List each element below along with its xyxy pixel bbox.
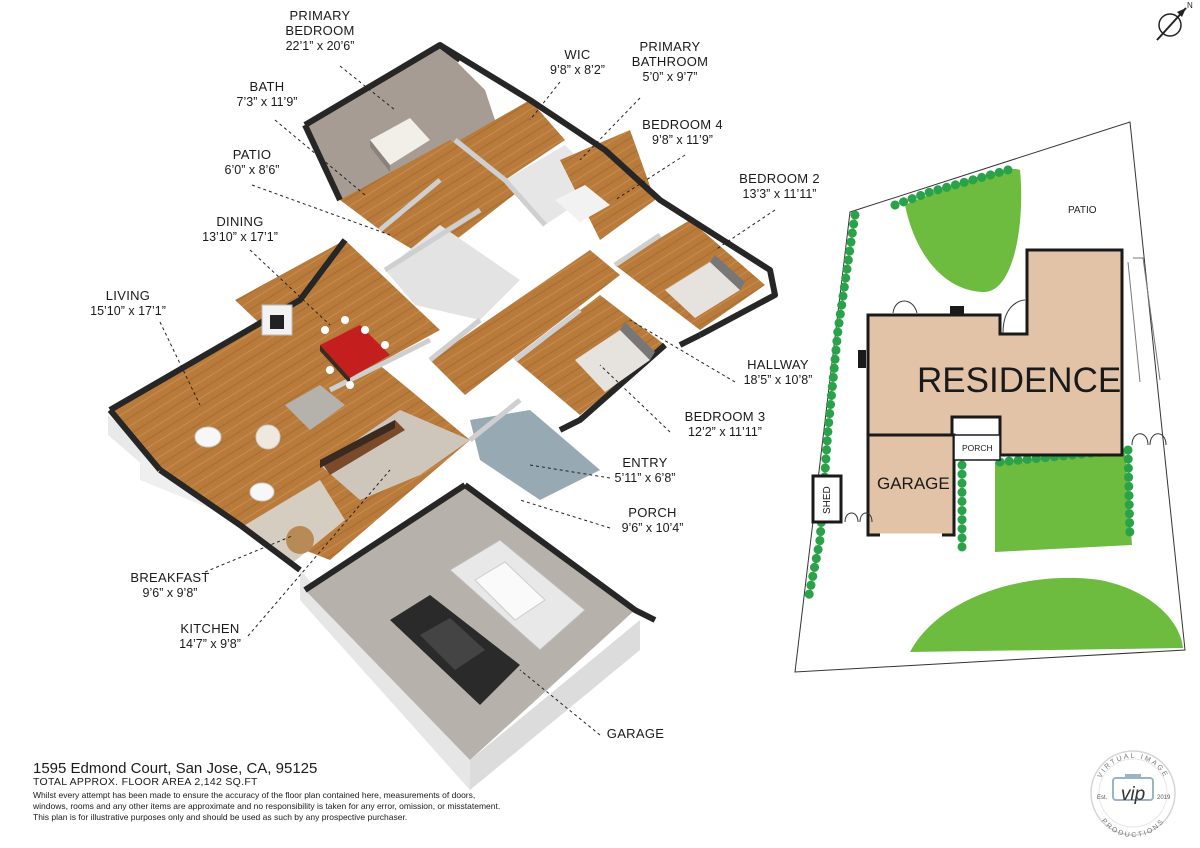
vip-logo: VIRTUAL IMAGE PRODUCTIONS vip Est. 2019 bbox=[1090, 750, 1176, 839]
label-bedroom3: BEDROOM 3 12’2” x 11’11” bbox=[684, 409, 766, 439]
logo-est: Est. bbox=[1097, 795, 1108, 801]
wic-floor bbox=[460, 100, 565, 180]
site-shed-label: SHED bbox=[822, 486, 833, 514]
label-bath: BATH 7’3” x 11’9” bbox=[236, 79, 298, 109]
property-address: 1595 Edmond Court, San Jose, CA, 95125 bbox=[33, 760, 318, 777]
disclaimer-line: windows, rooms and any other items are a… bbox=[33, 801, 501, 811]
label-bedroom2: BEDROOM 2 13’3” x 11’11” bbox=[739, 171, 820, 201]
bedroom4-floor bbox=[560, 130, 655, 240]
north-label: N bbox=[1187, 1, 1193, 10]
disclaimer-line: This plan is for illustrative purposes o… bbox=[33, 812, 408, 822]
hallway-floor bbox=[430, 250, 620, 395]
label-breakfast: BREAKFAST 9’6” x 9’8” bbox=[130, 570, 210, 600]
dining-table bbox=[320, 316, 390, 389]
primary-hall-floor bbox=[340, 140, 520, 260]
site-residence-label: RESIDENCE bbox=[917, 361, 1121, 400]
label-porch: PORCH 9’6” x 10’4” bbox=[621, 505, 684, 535]
disclaimer: Whilst every attempt has been made to en… bbox=[33, 790, 533, 823]
north-arrow-icon: N bbox=[1156, 1, 1193, 41]
site-porch-label: PORCH bbox=[962, 443, 993, 453]
car-black bbox=[390, 595, 520, 705]
disclaimer-line: Whilst every attempt has been made to en… bbox=[33, 790, 476, 800]
living-furniture bbox=[194, 304, 345, 502]
site-plan: PATIO RESIDENCE GARAGE PORCH SHED N bbox=[794, 1, 1193, 673]
breakfast-table bbox=[286, 526, 314, 554]
lawn-bottom bbox=[910, 577, 1183, 652]
label-living: LIVING 15’10” x 17’1” bbox=[90, 288, 166, 318]
bed-bedroom3 bbox=[575, 322, 655, 392]
bed-bedroom2 bbox=[665, 255, 745, 318]
label-patio: PATIO 6’0” x 8’6” bbox=[224, 147, 280, 177]
label-kitchen: KITCHEN 14’7” x 9’8” bbox=[179, 621, 241, 651]
label-entry: ENTRY 5’11” x 6’8” bbox=[614, 455, 676, 485]
site-garage-label: GARAGE bbox=[877, 474, 950, 493]
label-wic: WIC 9’8” x 8’2” bbox=[550, 47, 605, 77]
porch-footprint bbox=[953, 434, 1001, 461]
shed-footprint bbox=[811, 474, 843, 524]
leader-lines bbox=[159, 65, 776, 736]
entry-floor bbox=[470, 410, 600, 500]
bed-bedroom4 bbox=[555, 185, 610, 222]
label-primary-bedroom: PRIMARY BEDROOM 22’1” x 20’6” bbox=[285, 8, 355, 53]
car-white bbox=[449, 539, 586, 651]
kitchen-floor bbox=[320, 410, 470, 500]
label-garage: GARAGE bbox=[606, 726, 665, 741]
logo-year: 2019 bbox=[1157, 795, 1171, 801]
garage-floor bbox=[305, 485, 635, 760]
lawn-top bbox=[905, 169, 1022, 292]
logo-monogram: vip bbox=[1121, 784, 1145, 805]
garage-footprint bbox=[866, 433, 956, 537]
label-hallway: HALLWAY 18’5” x 10’8” bbox=[743, 357, 813, 387]
bed-primary bbox=[370, 118, 430, 172]
dining-floor bbox=[235, 240, 440, 390]
label-primary-bathroom: PRIMARY BATHROOM 5’0” x 9’7” bbox=[631, 39, 709, 84]
site-patio-label: PATIO bbox=[1068, 205, 1097, 216]
floor-area: TOTAL APPROX. FLOOR AREA 2,142 SQ.FT bbox=[33, 776, 258, 788]
label-bedroom4: BEDROOM 4 9’8” x 11’9” bbox=[642, 117, 723, 147]
lawn-right bbox=[995, 450, 1132, 552]
label-dining: DINING 13’10” x 17’1” bbox=[202, 214, 278, 244]
isometric-floor-plan bbox=[107, 42, 778, 790]
